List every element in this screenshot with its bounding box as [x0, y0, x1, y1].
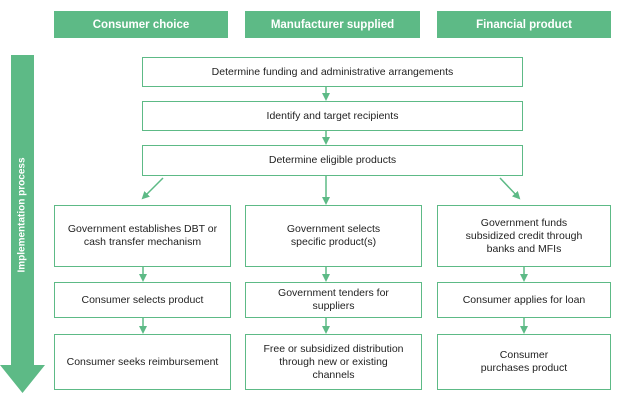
header-financial-product: Financial product — [437, 11, 611, 38]
implementation-process-label: Implementation process — [16, 157, 28, 273]
step-determine-eligible-products: Determine eligible products — [142, 145, 523, 176]
arrow-eligible-to-consumer — [141, 177, 164, 200]
financial-step-applies-for-loan: Consumer applies for loan — [437, 282, 611, 318]
step-determine-funding: Determine funding and administrative arr… — [142, 57, 523, 87]
consumer-step-dbt-mechanism: Government establishes DBT or cash trans… — [54, 205, 231, 267]
manufacturer-step-distribution: Free or subsidized distribution through … — [245, 334, 422, 390]
financial-step-purchases-product: Consumer purchases product — [437, 334, 611, 390]
financial-step-subsidized-credit: Government funds subsidized credit throu… — [437, 205, 611, 267]
header-consumer-choice: Consumer choice — [54, 11, 228, 38]
manufacturer-step-selects-product: Government selects specific product(s) — [245, 205, 422, 267]
consumer-step-selects-product: Consumer selects product — [54, 282, 231, 318]
header-manufacturer-supplied: Manufacturer supplied — [245, 11, 420, 38]
arrow-eligible-to-financial — [499, 177, 521, 200]
implementation-process-arrow — [0, 55, 45, 393]
consumer-step-seeks-reimbursement: Consumer seeks reimbursement — [54, 334, 231, 390]
manufacturer-step-tenders-suppliers: Government tenders for suppliers — [245, 282, 422, 318]
step-identify-recipients: Identify and target recipients — [142, 101, 523, 131]
